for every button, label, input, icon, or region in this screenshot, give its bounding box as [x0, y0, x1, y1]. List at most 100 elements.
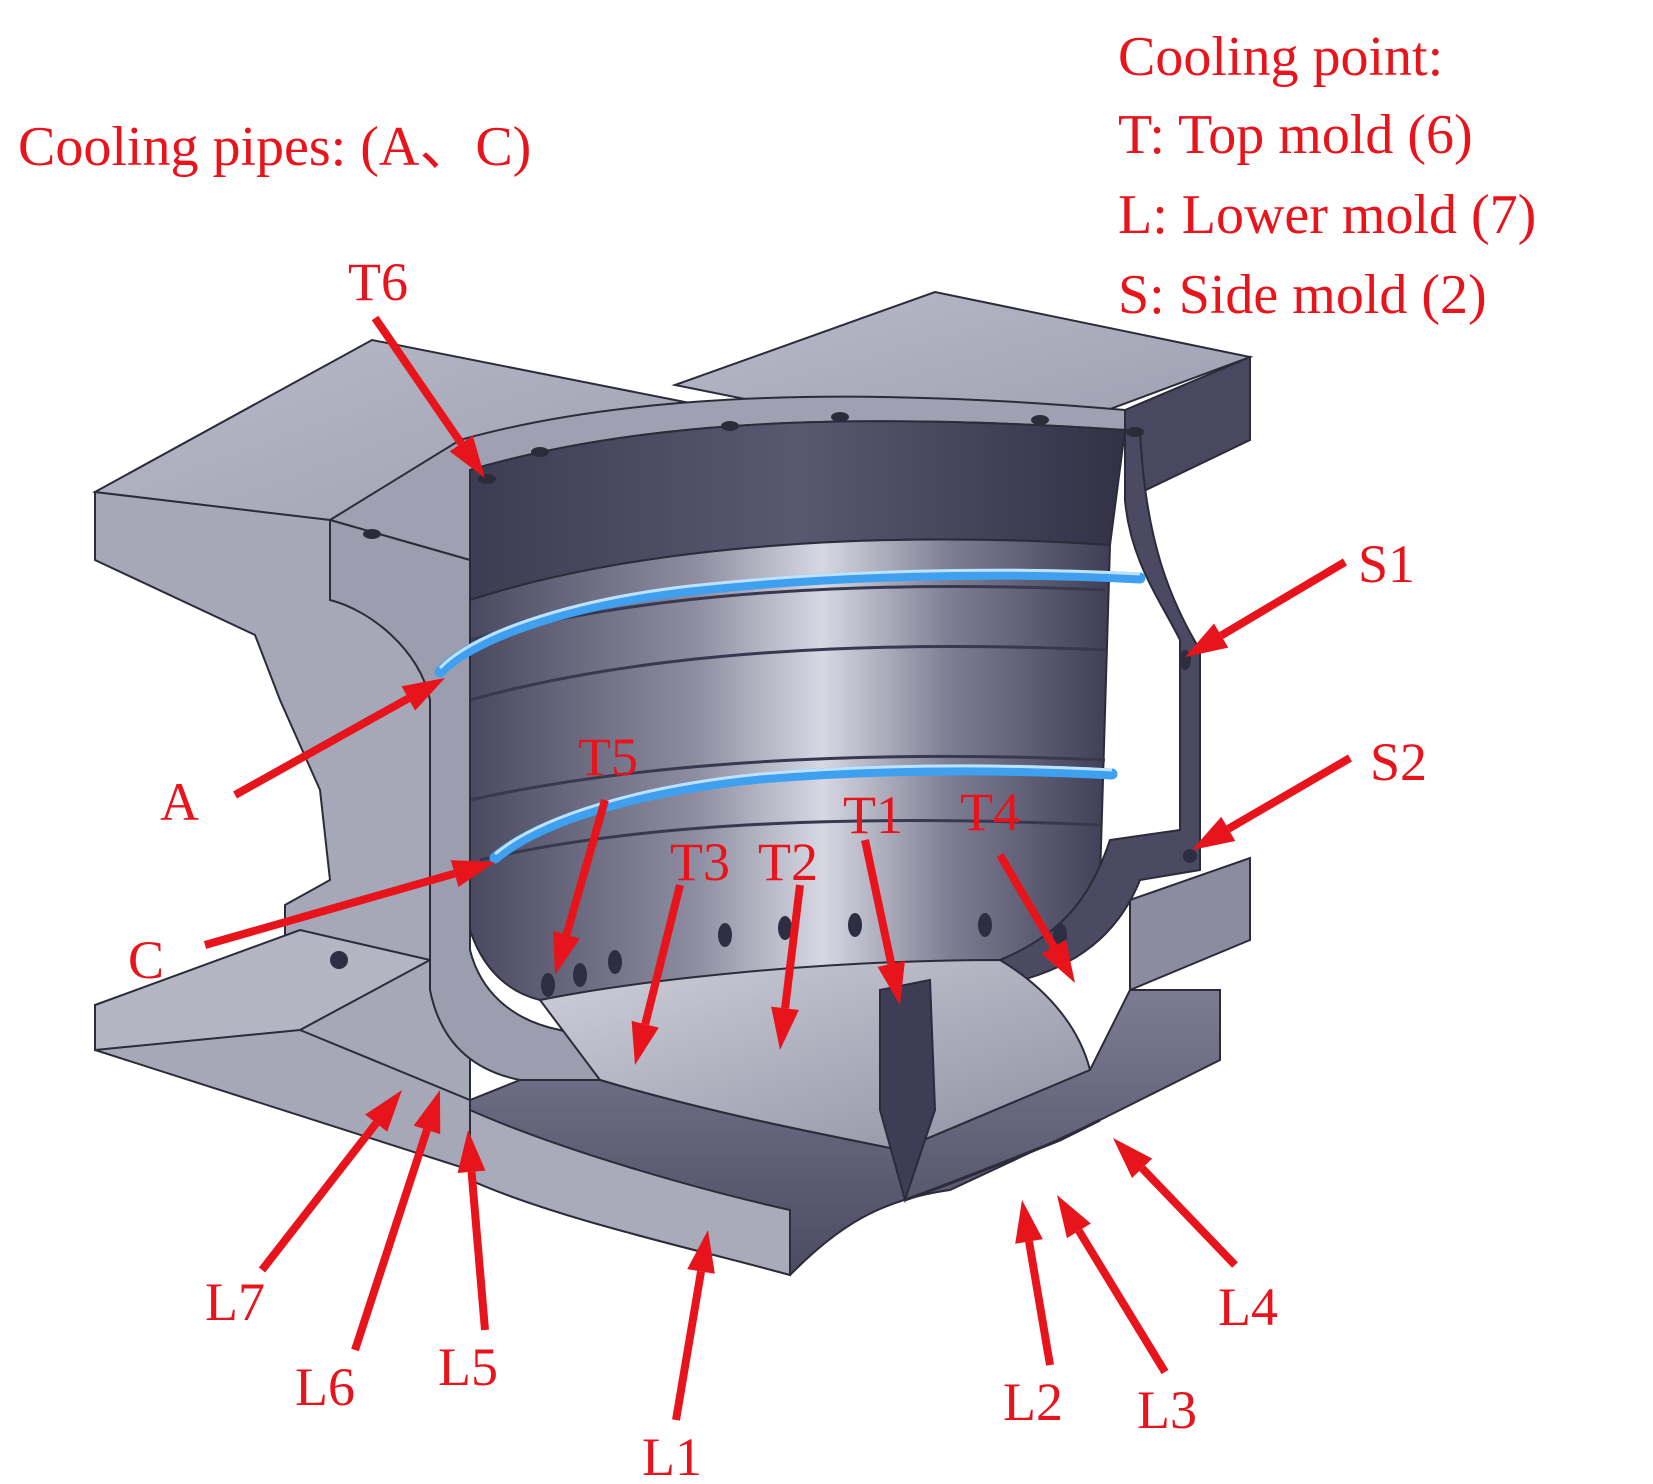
cavity-ring-4: [479, 819, 1101, 862]
red-arrow-icon: [1075, 1228, 1169, 1375]
red-arrow-icon: [641, 884, 684, 1026]
arrow-head-icon: [457, 1130, 486, 1174]
cooling-hole-icon: [363, 529, 381, 539]
arrow-head-icon: [413, 1090, 441, 1135]
cooling-hole-icon: [531, 447, 549, 457]
cooling-hole-icon: [573, 963, 587, 987]
red-arrow-icon: [672, 1270, 705, 1421]
mold-body: [92, 290, 1254, 1277]
cooling-hole-icon: [831, 412, 849, 422]
arrow-l2: [1015, 1200, 1054, 1366]
arrow-l5: [457, 1130, 489, 1331]
cooling-hole-icon: [1031, 415, 1049, 425]
callout-labels: T6 S1 S2 A C T5 T1 T4 T3 T2 L7 L6 L5 L1 …: [128, 252, 1427, 1484]
legend-top-mold: T: Top mold (6): [1118, 104, 1473, 166]
label-pipe-c: C: [128, 930, 164, 990]
cooling-hole-icon: [1183, 849, 1197, 863]
arrow-head-icon: [365, 1090, 402, 1132]
red-arrow-icon: [781, 884, 804, 1009]
red-arrow-icon: [371, 315, 465, 446]
arrow-t1: [861, 839, 905, 1005]
arrow-head-icon: [1192, 816, 1236, 850]
arrow-l3: [1057, 1195, 1169, 1375]
red-arrow-icon: [351, 1128, 431, 1352]
center-rib: [879, 978, 937, 1204]
cooling-pipe-c-highlight: [494, 764, 1113, 856]
arrow-head-icon: [1185, 623, 1229, 657]
red-arrow-icon: [1226, 754, 1353, 833]
arrow-l4: [1113, 1138, 1238, 1268]
legend-lower-mold: L: Lower mold (7): [1118, 184, 1536, 246]
cooling-hole-icon: [978, 913, 992, 937]
label-t5: T5: [578, 727, 638, 787]
arrow-head-icon: [771, 1006, 799, 1050]
cooling-point-title: Cooling point:: [1118, 26, 1443, 88]
lower-mold-light-face: [469, 1108, 791, 1277]
annotation-arrows: [203, 315, 1353, 1421]
cooling-pipe-c: [489, 764, 1118, 864]
label-s1: S1: [1358, 534, 1415, 594]
arrow-head-icon: [401, 678, 445, 711]
label-pipe-a: A: [160, 772, 199, 832]
arrow-l6: [351, 1090, 441, 1352]
arrow-head-icon: [1041, 939, 1075, 983]
label-l6: L6: [295, 1357, 355, 1417]
floor-cooling-holes: [330, 650, 1197, 997]
cooling-pipe-a-highlight: [438, 568, 1141, 670]
arrow-t3: [631, 884, 684, 1065]
label-t2: T2: [758, 832, 818, 892]
cooling-hole-icon: [330, 951, 348, 969]
arrow-pipe-c: [203, 860, 495, 949]
cooling-hole-icon: [1053, 923, 1067, 947]
red-arrow-icon: [203, 869, 456, 949]
label-t1: T1: [843, 785, 903, 845]
arrow-l7: [258, 1090, 402, 1273]
cooling-hole-icon: [718, 923, 732, 947]
arrow-l1: [672, 1230, 715, 1421]
cavity-ring-3: [469, 754, 1106, 802]
arrow-head-icon: [553, 930, 580, 975]
legend-side-mold: S: Side mold (2): [1118, 264, 1487, 326]
left-section-web: [329, 518, 701, 1112]
cooling-hole-icon: [1126, 427, 1144, 437]
label-t4: T4: [960, 782, 1020, 842]
red-arrow-icon: [996, 852, 1058, 949]
label-t6: T6: [348, 252, 408, 312]
label-t3: T3: [670, 832, 730, 892]
red-arrow-icon: [233, 694, 411, 799]
cavity-ring-2: [469, 645, 1106, 702]
top-plate-bolt-holes: [363, 412, 1144, 539]
arrow-pipe-a: [233, 678, 445, 799]
cooling-pipes-legend: Cooling pipes: (A、C): [18, 116, 531, 178]
cooling-hole-icon: [721, 421, 739, 431]
right-curved-rim: [904, 1118, 1101, 1202]
cooling-hole-icon: [848, 913, 862, 937]
arrow-t5: [553, 798, 609, 975]
red-arrow-icon: [562, 798, 609, 936]
arrow-head-icon: [1113, 1138, 1153, 1178]
label-s2: S2: [1370, 732, 1427, 792]
label-l5: L5: [438, 1337, 498, 1397]
arrow-head-icon: [687, 1230, 715, 1274]
label-l2: L2: [1003, 1372, 1063, 1432]
label-l4: L4: [1218, 1277, 1278, 1337]
right-bottom-slab: [1129, 856, 1251, 992]
cooling-hole-icon: [608, 950, 622, 974]
red-arrow-icon: [1025, 1240, 1054, 1366]
arrow-t4: [996, 852, 1075, 983]
cooling-hole-icon: [478, 474, 496, 484]
arrow-s2: [1192, 754, 1353, 850]
red-arrow-icon: [467, 1171, 489, 1331]
label-l3: L3: [1137, 1380, 1197, 1440]
arrow-t6: [371, 315, 485, 478]
red-arrow-icon: [861, 839, 896, 965]
arrow-head-icon: [449, 435, 485, 478]
cooling-hole-icon: [541, 973, 555, 997]
arrow-t2: [771, 884, 804, 1050]
label-l1: L1: [642, 1427, 702, 1484]
arrow-head-icon: [1057, 1195, 1091, 1239]
arrow-head-icon: [877, 961, 905, 1005]
cooling-pipe-a: [434, 568, 1146, 678]
label-l7: L7: [205, 1272, 265, 1332]
